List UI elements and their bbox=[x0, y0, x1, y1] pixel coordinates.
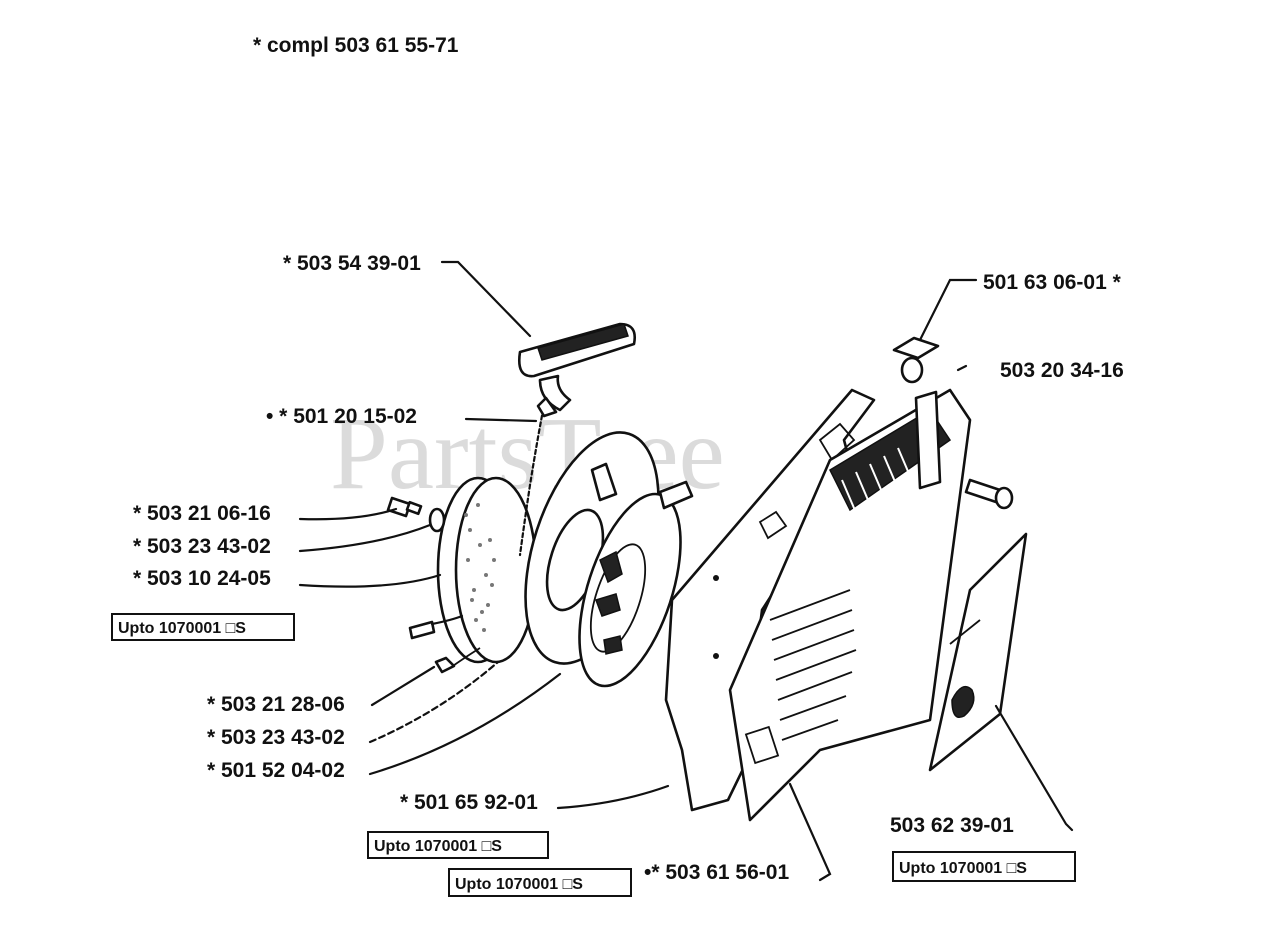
serial-box-left: Upto 1070001 □S bbox=[111, 613, 295, 641]
serial-box-bottom-text: Upto 1070001 □S bbox=[455, 876, 583, 893]
label-rope: • * 501 20 15-02 bbox=[266, 405, 417, 428]
label-bolt: 503 20 34-16 bbox=[1000, 359, 1124, 382]
label-handle: * 503 54 39-01 bbox=[283, 252, 421, 275]
starter-handle-drawing bbox=[518, 322, 636, 418]
label-housing: * 501 65 92-01 bbox=[400, 791, 538, 814]
assembly-title-label: * compl 503 61 55-71 bbox=[253, 34, 459, 57]
starter-cover-drawing bbox=[728, 388, 972, 822]
label-pawl: * 503 21 28-06 bbox=[207, 693, 345, 716]
serial-box-right-text: Upto 1070001 □S bbox=[899, 860, 1027, 877]
label-grommet: 501 63 06-01 * bbox=[983, 271, 1122, 294]
serial-box-center: Upto 1070001 □S bbox=[367, 831, 549, 859]
serial-box-bottom: Upto 1070001 □S bbox=[448, 868, 632, 897]
label-washer-lower: * 503 23 43-02 bbox=[207, 726, 345, 749]
starter-pulley-drawing bbox=[386, 393, 694, 688]
bolt-drawing bbox=[964, 478, 1014, 510]
label-decal: 503 62 39-01 bbox=[890, 814, 1014, 837]
serial-box-center-text: Upto 1070001 □S bbox=[374, 838, 502, 855]
label-cover: •* 503 61 56-01 bbox=[644, 861, 789, 884]
serial-box-left-text: Upto 1070001 □S bbox=[118, 620, 246, 637]
label-spring: * 501 52 04-02 bbox=[207, 759, 345, 782]
label-washer-upper: * 503 23 43-02 bbox=[133, 535, 271, 558]
grommet-drawing bbox=[892, 336, 940, 384]
leader-lines bbox=[298, 260, 1074, 882]
label-screw: * 503 21 06-16 bbox=[133, 502, 271, 525]
label-rope-pulley: * 503 10 24-05 bbox=[133, 567, 271, 590]
decal-drawing bbox=[928, 532, 1028, 772]
serial-box-right: Upto 1070001 □S bbox=[892, 851, 1076, 882]
